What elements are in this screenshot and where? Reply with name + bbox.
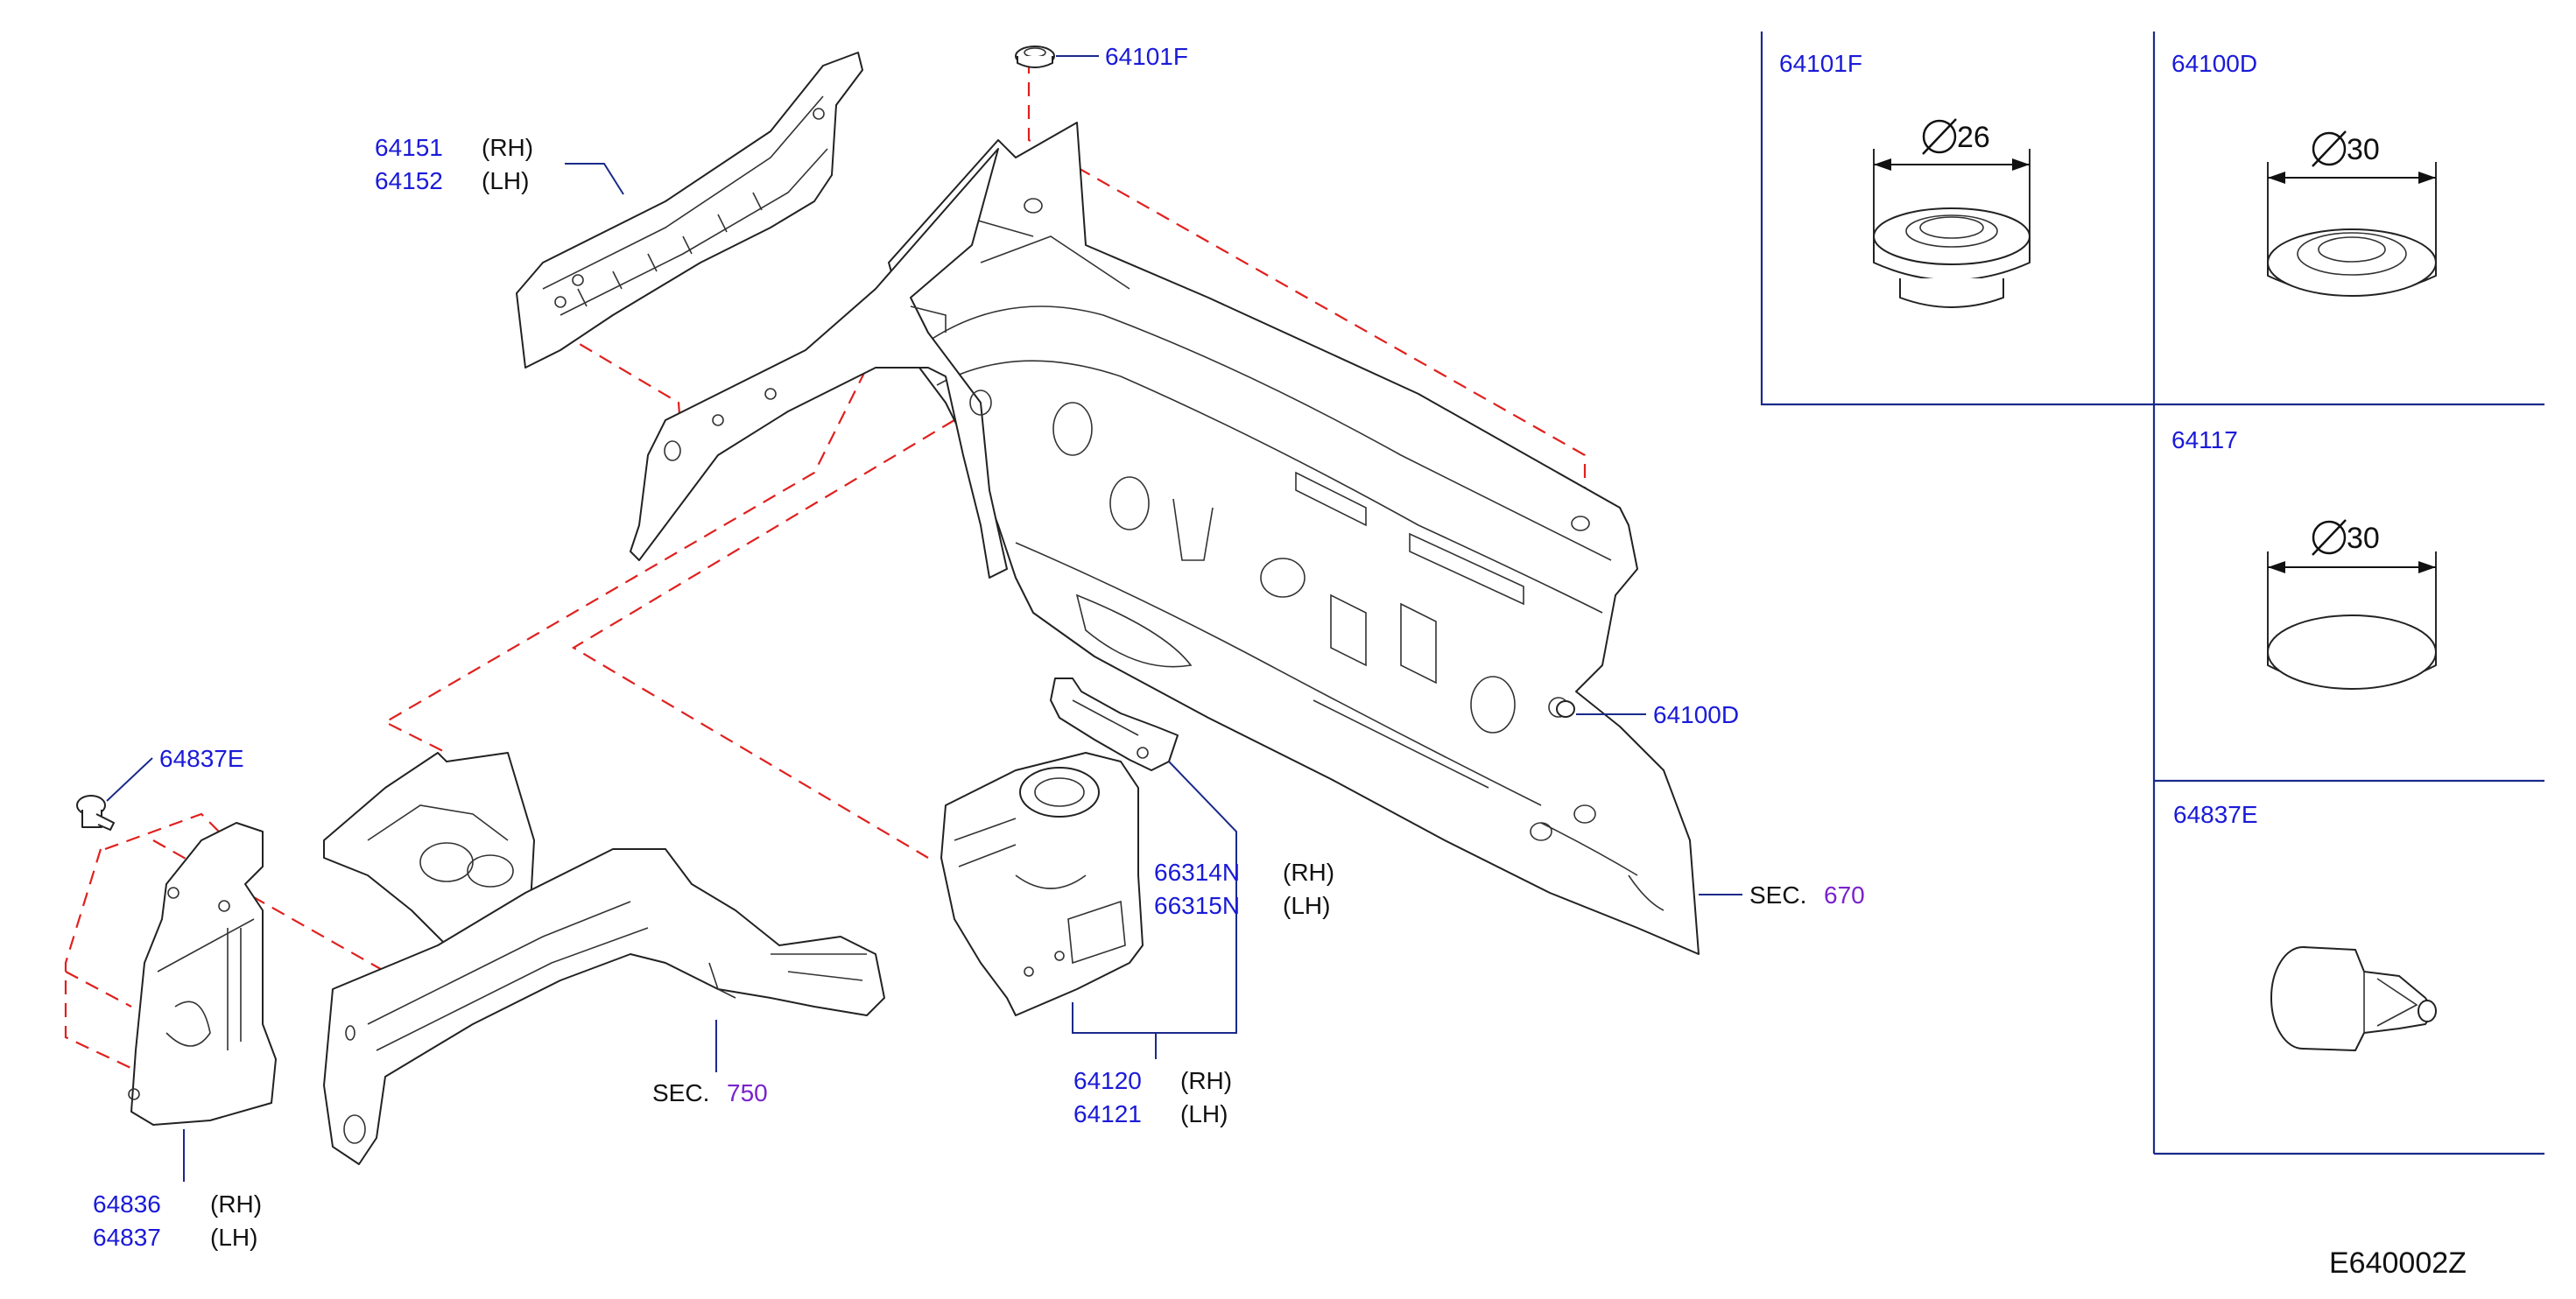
callout-64152-side: (LH) <box>482 167 529 194</box>
detail-64100D-label[interactable]: 64100D <box>2171 50 2257 77</box>
callout-64151[interactable]: 64151 <box>375 134 443 161</box>
leader-lines <box>106 55 1742 1182</box>
callout-64837-side: (LH) <box>210 1224 257 1251</box>
guide-64836-c <box>65 971 132 1008</box>
callout-64836[interactable]: 64836 <box>93 1190 161 1218</box>
fender-apron-left <box>630 148 1008 579</box>
section-750-prefix: SEC. <box>652 1079 709 1106</box>
detail-64837E-label[interactable]: 64837E <box>2173 801 2258 828</box>
callout-64101F[interactable]: 64101F <box>1105 43 1188 70</box>
detail-64117-label[interactable]: 64117 <box>2171 426 2238 453</box>
callout-64120[interactable]: 64120 <box>1073 1067 1142 1094</box>
callout-64837[interactable]: 64837 <box>93 1224 161 1251</box>
cowl-member-outline <box>516 52 863 369</box>
guide-panel-to-member-b <box>571 419 955 859</box>
detail-64101F-label[interactable]: 64101F <box>1779 50 1862 77</box>
callouts: 64101F 64151 (RH) 64152 (LH) 64100D 6483… <box>93 43 1865 1251</box>
guide-panel-to-member-a <box>383 349 876 754</box>
guide-64101F-to-panel <box>1027 60 1587 516</box>
detail-64117: 64117 30 <box>2171 426 2437 690</box>
diameter-icon <box>1922 119 1957 154</box>
detail-64100D: 64100D 30 <box>2171 50 2437 297</box>
section-670-prefix: SEC. <box>1749 881 1806 909</box>
detail-64837E: 64837E <box>2173 801 2437 1051</box>
apron-outline <box>630 148 1008 579</box>
upper-cowl-member <box>516 52 863 369</box>
diameter-icon <box>2312 131 2347 166</box>
bracket-64836-outline <box>130 822 277 1126</box>
detail-grid <box>1760 32 2544 1155</box>
callout-64100D[interactable]: 64100D <box>1653 701 1739 728</box>
detail-64101F-diameter: 26 <box>1957 121 1990 154</box>
callout-64836-side: (RH) <box>210 1190 262 1218</box>
strut-housing-outline <box>940 752 1144 1016</box>
callout-64152[interactable]: 64152 <box>375 167 443 194</box>
dash-panel <box>888 122 1700 955</box>
grommet-64101F <box>1015 46 1055 68</box>
clip-64837E <box>76 795 115 831</box>
section-750-link[interactable]: 750 <box>727 1079 768 1106</box>
detail-64100D-diameter: 30 <box>2347 133 2380 166</box>
callout-64121[interactable]: 64121 <box>1073 1100 1142 1127</box>
bracket-64836 <box>128 822 277 1126</box>
callout-64121-side: (LH) <box>1180 1100 1228 1127</box>
callout-64837E[interactable]: 64837E <box>159 745 244 772</box>
detail-64117-diameter: 30 <box>2347 522 2380 555</box>
section-670-link[interactable]: 670 <box>1824 881 1865 909</box>
diagram-code: E640002Z <box>2329 1246 2467 1280</box>
detail-64101F: 64101F 26 <box>1779 50 2031 308</box>
callout-66315N[interactable]: 66315N <box>1154 892 1240 919</box>
guide-64836-b <box>64 848 141 1073</box>
callout-64151-side: (RH) <box>482 134 533 161</box>
side-member-rail <box>323 848 885 1165</box>
callout-66314N[interactable]: 66314N <box>1154 859 1240 886</box>
grommet-64100D <box>1556 700 1575 718</box>
dash-panel-outline <box>888 122 1700 955</box>
diameter-icon <box>2312 520 2347 555</box>
callout-66314N-side: (RH) <box>1283 859 1334 886</box>
callout-64120-side: (RH) <box>1180 1067 1232 1094</box>
guide-64151-to-panel <box>560 332 683 439</box>
strut-housing <box>940 752 1144 1016</box>
callout-66315N-side: (LH) <box>1283 892 1330 919</box>
front-side-member <box>323 752 885 1165</box>
